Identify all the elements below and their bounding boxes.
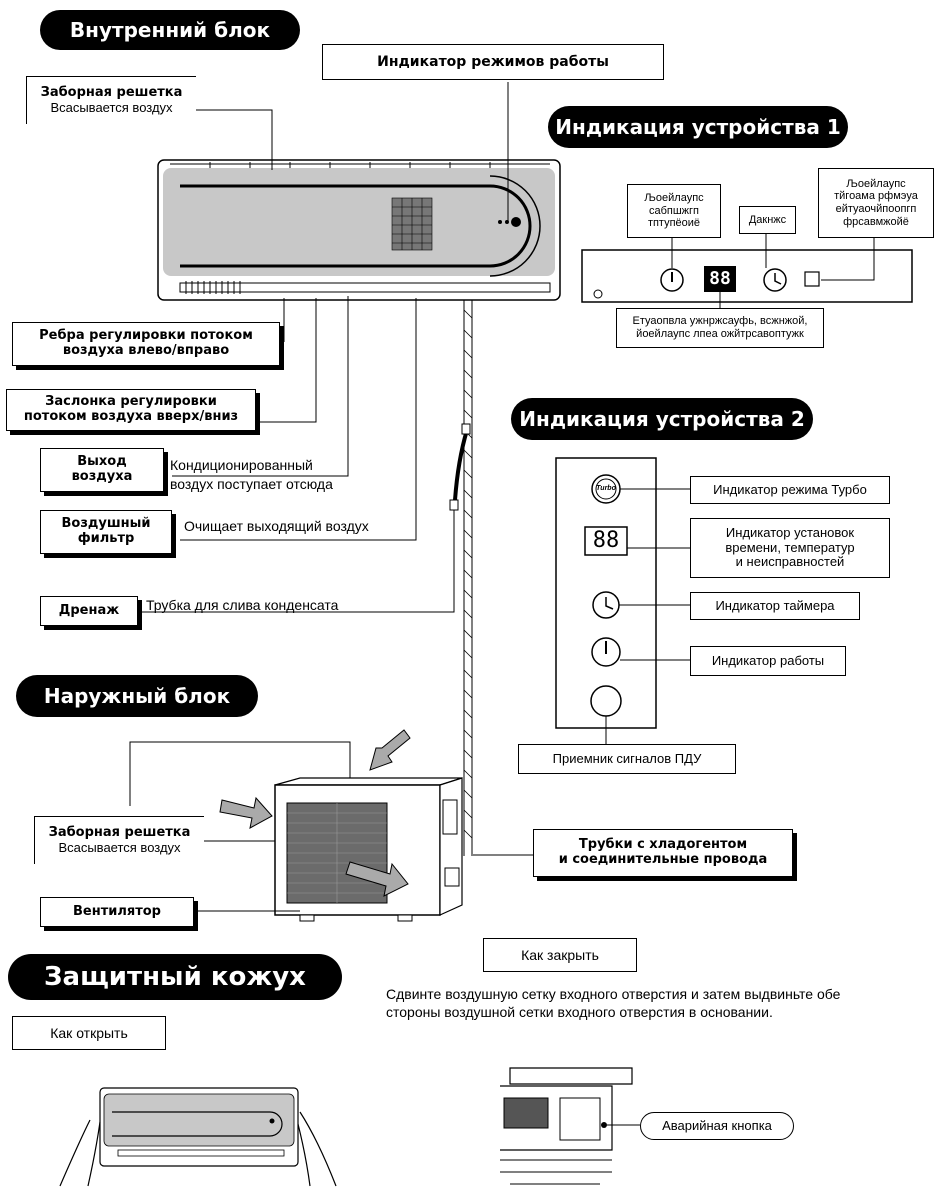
display2-digits-readout: 88 (592, 528, 620, 553)
louvers-line-2: воздуха влево/вправо (62, 343, 230, 358)
display1-turbo-line-1: Љоейлаупс (846, 177, 906, 190)
remote-receiver-label: Приемник сигналов ПДУ (518, 744, 736, 774)
settings-indicator-line-2: времени, температур (725, 539, 855, 555)
display1-power-line-2: сабпшжгп (648, 204, 700, 217)
mode-indicator-text: Индикатор режимов работы (377, 53, 609, 70)
outdoor-unit-drawing (219, 729, 463, 922)
fan-text: Вентилятор (73, 903, 161, 919)
air-filter-text: Очищает выходящий воздух (184, 518, 369, 534)
air-outlet-text-2: воздух поступает отсюда (170, 476, 333, 492)
display1-turbo-line-4: фрсавмжойё (843, 215, 909, 228)
mode-indicator-label: Индикатор режимов работы (322, 44, 664, 80)
settings-indicator-label: Индикатор установок времени, температур … (690, 518, 890, 578)
settings-indicator-line-1: Индикатор установок (725, 524, 855, 540)
indoor-unit-drawing (157, 159, 561, 856)
turbo-indicator-label: Индикатор режима Турбо (690, 476, 890, 504)
close-instructions-line-2: стороны воздушной сетки входного отверст… (386, 1004, 773, 1020)
close-instructions-line-1: Сдвинте воздушную сетку входного отверст… (386, 986, 841, 1002)
display1-power-line-1: Љоейлаупс (644, 192, 704, 205)
outdoor-intake-title: Заборная решетка (48, 824, 191, 840)
header-outdoor-unit: Наружный блок (16, 675, 258, 717)
display1-digits-line-1: Етуаопвла ужнржсауфь, всжнжой, (632, 315, 808, 328)
outdoor-intake-text: Всасывается воздух (58, 839, 181, 855)
drain-text: Трубка для слива конденсата (146, 597, 339, 613)
cover-open-drawing (59, 1087, 337, 1187)
how-to-close-label: Как закрыть (483, 938, 637, 972)
emergency-button-label: Аварийная кнопка (640, 1112, 794, 1140)
turbo-icon: Turbo (596, 485, 616, 492)
intake-grille-label: Заборная решетка Всасывается воздух (26, 76, 196, 124)
header-display-1: Индикация устройства 1 (548, 106, 848, 148)
flap-line-2: потоком воздуха вверх/вниз (23, 409, 239, 424)
header-indoor-unit: Внутренний блок (40, 10, 300, 50)
drain-label: Дренаж (40, 596, 138, 626)
settings-indicator-line-3: и неисправностей (735, 554, 845, 570)
pipes-line-2: и соединительные провода (558, 852, 768, 867)
air-filter-line-1: Воздушный (61, 516, 151, 532)
display1-turbo-label: Љоейлаупс тйгоама рфмэуа ейтуаочйпоопгп … (818, 168, 934, 238)
flap-label: Заслонка регулировки потоком воздуха вве… (6, 389, 256, 431)
intake-grille-text: Всасывается воздух (50, 99, 173, 115)
flap-line-1: Заслонка регулировки (45, 394, 217, 410)
louvers-label: Ребра регулировки потоком воздуха влево/… (12, 322, 280, 366)
display1-power-label: Љоейлаупс сабпшжгп тптупёоиё (627, 184, 721, 238)
display1-digits-line-2: йоейлаупс лпеа ожйтрсавоптужк (636, 328, 804, 340)
how-to-close-text: Как закрыть (521, 946, 599, 963)
louvers-line-1: Ребра регулировки потоком (39, 328, 253, 344)
display1-digits-readout: 88 (709, 268, 731, 289)
fan-label: Вентилятор (40, 897, 194, 927)
header-display-2: Индикация устройства 2 (511, 398, 813, 440)
header-protective-cover: Защитный кожух (8, 954, 342, 1000)
air-filter-label: Воздушный фильтр (40, 510, 172, 554)
turbo-indicator-text: Индикатор режима Турбо (713, 481, 867, 497)
intake-grille-title: Заборная решетка (40, 84, 183, 100)
display2-panel-drawing (555, 457, 657, 729)
display1-panel-drawing (581, 249, 913, 303)
timer-indicator-label: Индикатор таймера (690, 592, 860, 620)
pipes-line-1: Трубки с хладогентом (578, 837, 748, 853)
timer-indicator-text: Индикатор таймера (715, 597, 835, 613)
emergency-button-text: Аварийная кнопка (662, 1117, 772, 1133)
display1-power-line-3: тптупёоиё (647, 217, 701, 230)
how-to-open-label: Как открыть (12, 1016, 166, 1050)
pipes-label: Трубки с хладогентом и соединительные пр… (533, 829, 793, 877)
remote-receiver-text: Приемник сигналов ПДУ (552, 750, 702, 766)
display1-timer-label: Дакнжс (739, 206, 796, 234)
cover-close-drawing (500, 1067, 640, 1185)
how-to-open-text: Как открыть (50, 1024, 128, 1041)
drain-title: Дренаж (58, 602, 120, 618)
air-outlet-text-1: Кондиционированный (170, 457, 313, 473)
air-filter-line-2: фильтр (77, 531, 135, 546)
display1-turbo-line-3: ейтуаочйпоопгп (835, 203, 917, 215)
air-outlet-line-1: Выход (77, 454, 127, 470)
display1-digits-label: Етуаопвла ужнржсауфь, всжнжой, йоейлаупс… (616, 308, 824, 348)
outdoor-intake-label: Заборная решетка Всасывается воздух (34, 816, 204, 864)
air-outlet-line-2: воздуха (71, 469, 133, 484)
power-indicator-label: Индикатор работы (690, 646, 846, 676)
power-indicator-text: Индикатор работы (711, 652, 825, 668)
air-outlet-label: Выход воздуха (40, 448, 164, 492)
display1-timer-text: Дакнжс (748, 213, 787, 226)
display1-turbo-line-2: тйгоама рфмэуа (834, 190, 918, 203)
